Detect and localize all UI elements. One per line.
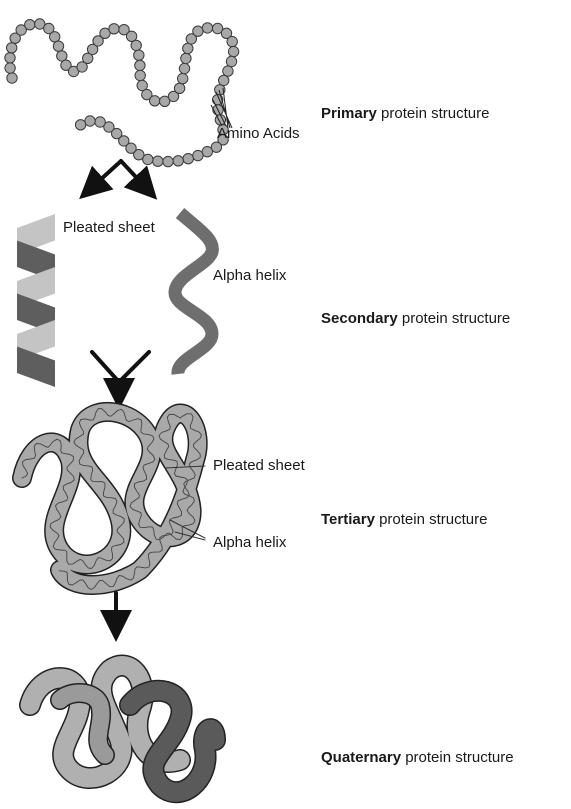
amino-acid-bead bbox=[6, 42, 18, 54]
amino-acid-bead bbox=[173, 82, 186, 95]
amino-acid-bead bbox=[218, 74, 230, 87]
amino-acid-bead bbox=[4, 52, 16, 64]
amino-acid-bead bbox=[225, 55, 238, 68]
pleated-sheet-label-secondary: Pleated sheet bbox=[63, 219, 155, 236]
amino-acid-bead bbox=[134, 69, 146, 82]
amino-acid-bead bbox=[34, 18, 46, 30]
amino-acid-bead bbox=[4, 62, 16, 74]
amino-acid-bead bbox=[222, 65, 234, 77]
amino-acid-bead bbox=[94, 116, 106, 128]
amino-acid-bead bbox=[133, 149, 145, 161]
amino-acid-bead bbox=[149, 95, 161, 107]
level-suffix: protein structure bbox=[374, 511, 488, 528]
amino-acid-bead bbox=[118, 24, 130, 36]
amino-acid-bead bbox=[178, 62, 191, 75]
amino-acid-bead bbox=[49, 31, 61, 43]
alpha-helix-label-tertiary: Alpha helix bbox=[213, 534, 287, 551]
amino-acid-bead bbox=[201, 146, 214, 158]
pleated-sheet-label-tertiary: Pleated sheet bbox=[213, 457, 305, 474]
level-suffix: protein structure bbox=[376, 105, 490, 122]
secondary-structure-label: Secondary protein structure bbox=[321, 310, 510, 328]
amino-acid-bead bbox=[92, 35, 104, 47]
sheet-panel bbox=[17, 346, 55, 387]
amino-acid-bead bbox=[60, 59, 72, 71]
amino-acid-bead bbox=[136, 79, 148, 92]
amino-acid-bead bbox=[177, 72, 189, 85]
amino-acid-bead bbox=[152, 155, 164, 167]
alpha-helix-shape bbox=[168, 208, 219, 375]
amino-acid-bead bbox=[185, 33, 198, 45]
alpha-helix-label-secondary: Alpha helix bbox=[213, 267, 287, 284]
quaternary-fold-shape bbox=[19, 654, 226, 803]
amino-acid-bead bbox=[24, 19, 36, 31]
amino-acid-bead bbox=[192, 25, 204, 37]
level-suffix: protein structure bbox=[397, 310, 511, 327]
tertiary-structure-label: Tertiary protein structure bbox=[321, 511, 487, 529]
amino-acid-bead bbox=[217, 134, 229, 146]
amino-acid-bead bbox=[220, 27, 233, 39]
tertiary-fold-shape bbox=[12, 402, 208, 595]
amino-acid-bead bbox=[182, 153, 194, 165]
amino-acid-bead bbox=[15, 24, 27, 36]
pleated-sheet-shape bbox=[17, 214, 55, 387]
amino-acid-bead bbox=[130, 39, 142, 52]
amino-acid-bead bbox=[99, 27, 111, 39]
split-arrows bbox=[79, 159, 158, 200]
amino-acid-bead bbox=[108, 23, 120, 35]
amino-acid-bead bbox=[111, 127, 123, 140]
level-suffix: protein structure bbox=[401, 749, 514, 766]
primary-structure-label: Primary protein structure bbox=[321, 105, 489, 123]
amino-acid-bead bbox=[142, 153, 154, 166]
amino-acid-pointer-lines bbox=[210, 87, 233, 129]
amino-acid-bead bbox=[103, 121, 115, 133]
amino-acid-bead bbox=[84, 115, 96, 127]
amino-acid-chain bbox=[4, 18, 240, 168]
level-name: Tertiary bbox=[321, 511, 375, 528]
amino-acid-bead bbox=[43, 22, 55, 35]
amino-acid-bead bbox=[9, 32, 21, 44]
amino-acid-bead bbox=[180, 52, 192, 65]
amino-acid-bead bbox=[133, 49, 145, 61]
amino-acid-bead bbox=[76, 61, 88, 73]
amino-acid-bead bbox=[125, 142, 137, 154]
amino-acid-bead bbox=[86, 43, 99, 56]
amino-acid-bead bbox=[227, 45, 240, 58]
level-name: Secondary bbox=[321, 310, 398, 327]
amino-acid-bead bbox=[52, 40, 65, 52]
amino-acid-bead bbox=[167, 90, 180, 103]
amino-acid-bead bbox=[172, 155, 184, 167]
amino-acid-bead bbox=[125, 30, 138, 42]
amino-acid-bead bbox=[162, 155, 174, 168]
amino-acid-bead bbox=[182, 42, 194, 55]
amino-acid-bead bbox=[82, 52, 94, 64]
amino-acid-bead bbox=[74, 119, 87, 131]
level-name: Quaternary bbox=[321, 749, 402, 766]
amino-acid-bead bbox=[226, 35, 238, 48]
amino-acid-bead bbox=[192, 149, 204, 162]
quaternary-structure-label: Quaternary protein structure bbox=[321, 749, 514, 767]
amino-acid-bead bbox=[211, 22, 224, 35]
amino-acid-bead bbox=[6, 72, 18, 84]
amino-acid-bead bbox=[118, 135, 130, 147]
amino-acid-bead bbox=[141, 88, 153, 101]
amino-acid-bead bbox=[159, 95, 171, 108]
merge-arrow bbox=[90, 350, 151, 410]
amino-acid-bead bbox=[201, 22, 214, 34]
amino-acids-label: Amino Acids bbox=[217, 125, 300, 142]
amino-acid-bead bbox=[210, 141, 223, 153]
amino-acid-bead bbox=[56, 50, 68, 62]
amino-acid-bead bbox=[134, 59, 146, 72]
level-name: Primary bbox=[321, 105, 377, 122]
